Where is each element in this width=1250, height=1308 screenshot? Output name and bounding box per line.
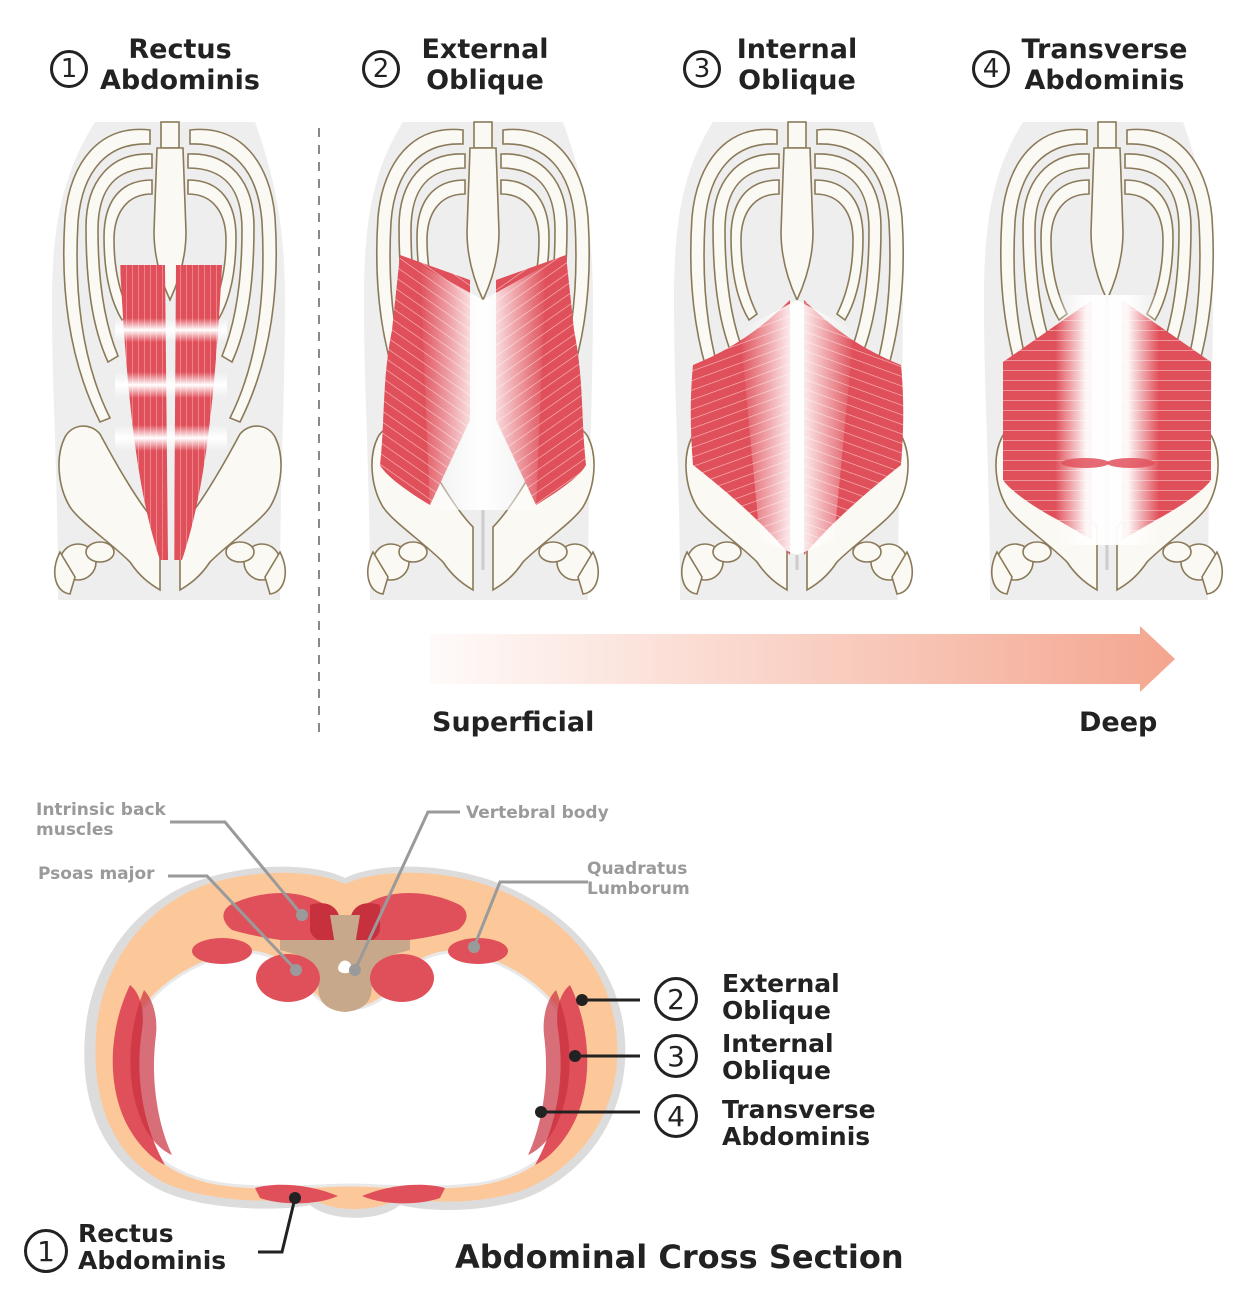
number-badge: 2 (654, 977, 698, 1021)
number-badge: 4 (972, 50, 1010, 88)
panel-title-line1: Internal (736, 34, 858, 65)
panel-title-line1: Rectus (128, 34, 232, 65)
quadratus-line2: Lumborum (587, 879, 690, 899)
rectus-muscle (115, 265, 227, 560)
callout-line1: Internal (722, 1029, 834, 1058)
vertebral-body-label: Vertebral body (466, 803, 609, 823)
callout-line2: Abdominis (722, 1122, 871, 1151)
rectus-callout: Rectus Abdominis (78, 1220, 226, 1274)
callout-line2: Oblique (722, 1056, 831, 1085)
internal-oblique-callout: Internal Oblique (722, 1030, 834, 1084)
external-oblique-muscle (380, 255, 586, 510)
psoas-major-label: Psoas major (38, 864, 155, 884)
panel-title-line2: Oblique (426, 65, 544, 96)
transverse-callout: Transverse Abdominis (722, 1096, 876, 1150)
callout-line1: Transverse (722, 1095, 876, 1124)
callout-line1: External (722, 969, 840, 998)
number-badge: 1 (50, 50, 88, 88)
panel-title-line1: External (421, 34, 549, 65)
panel-title-line2: Abdominis (99, 65, 261, 96)
intrinsic-back-line1: Intrinsic back (36, 800, 166, 820)
panel-title-text: Internal Oblique (722, 34, 872, 96)
cross-section-title: Abdominal Cross Section (455, 1238, 904, 1276)
panel-title-text: Rectus Abdominis (95, 34, 265, 96)
number-badge: 3 (654, 1034, 698, 1078)
callout-line2: Abdominis (78, 1246, 227, 1275)
panel-title-line2: Abdominis (1024, 65, 1185, 96)
depth-arrow (430, 626, 1175, 692)
superficial-label: Superficial (432, 707, 595, 738)
number-badge: 1 (24, 1229, 68, 1273)
callout-line1: Rectus (78, 1219, 174, 1248)
intrinsic-back-line2: muscles (36, 820, 114, 840)
deep-label: Deep (1079, 707, 1158, 738)
panel-title-text: External Oblique (405, 34, 565, 96)
number-badge: 3 (683, 50, 721, 88)
quadratus-line1: Quadratus (587, 859, 688, 879)
panel-title-line1: Transverse (1021, 34, 1188, 65)
callout-line2: Oblique (722, 996, 831, 1025)
number-badge: 4 (654, 1094, 698, 1138)
transverse-muscle (1003, 295, 1211, 545)
panel-title-line2: Oblique (738, 65, 856, 96)
quadratus-label: Quadratus Lumborum (587, 859, 690, 899)
intrinsic-back-label: Intrinsic back muscles (36, 800, 166, 840)
number-badge: 2 (362, 50, 400, 88)
internal-oblique-muscle (690, 300, 904, 555)
cross-section (84, 866, 626, 1218)
external-oblique-callout: External Oblique (722, 970, 840, 1024)
panel-title-text: Transverse Abdominis (1012, 34, 1197, 96)
